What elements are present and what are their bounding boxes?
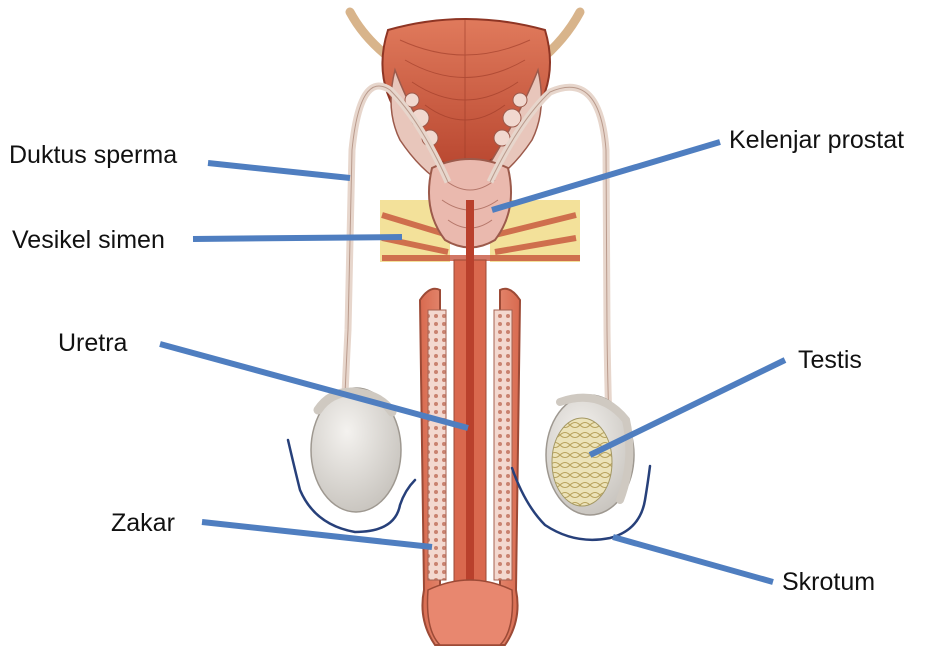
label-uretra: Uretra <box>58 331 127 356</box>
label-vesikel-simen: Vesikel simen <box>12 228 165 253</box>
corpus-cavernosum-left <box>428 310 446 580</box>
urethra-canal <box>466 200 474 640</box>
label-kelenjar-prostat: Kelenjar prostat <box>729 128 904 153</box>
right-testis-lobules <box>552 418 612 506</box>
label-zakar: Zakar <box>111 511 175 536</box>
label-skrotum: Skrotum <box>782 570 875 595</box>
leader-duktus-sperma <box>208 163 350 178</box>
glans <box>428 580 513 645</box>
label-testis: Testis <box>798 348 862 373</box>
corpus-cavernosum-right <box>494 310 512 580</box>
label-duktus-sperma: Duktus sperma <box>9 143 177 168</box>
leader-zakar <box>202 522 432 547</box>
leader-skrotum <box>613 537 773 582</box>
leader-vesikel-simen <box>193 237 402 239</box>
